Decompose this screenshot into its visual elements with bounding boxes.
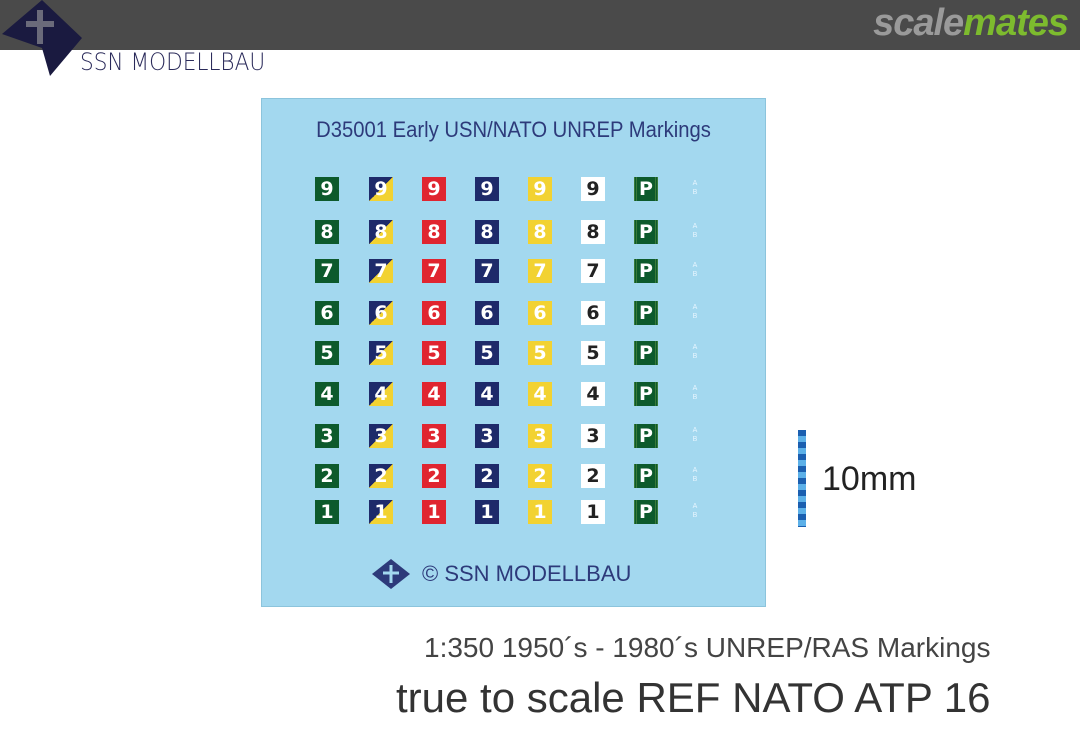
- decal-green-7: 7: [315, 259, 339, 283]
- decal-green-9: 9: [315, 177, 339, 201]
- decal-navy-3: 3: [475, 424, 499, 448]
- decal-green-1: 1: [315, 500, 339, 524]
- scale-bar: [798, 430, 806, 527]
- decal-yellow-2: 2: [528, 464, 552, 488]
- decal-blue-yellow-diagonal-5: 5: [369, 341, 393, 365]
- scale-label: 10mm: [822, 460, 917, 498]
- decal-navy-7: 7: [475, 259, 499, 283]
- decal-red-4: 4: [422, 382, 446, 406]
- decal-red-3: 3: [422, 424, 446, 448]
- decal-p: P: [634, 259, 658, 283]
- decal-green-3: 3: [315, 424, 339, 448]
- ssn-diamond-cross-icon: [2, 0, 82, 76]
- decal-p: P: [634, 301, 658, 325]
- decal-navy-6: 6: [475, 301, 499, 325]
- sheet-title: D35001 Early USN/NATO UNREP Markings: [316, 117, 711, 142]
- decal-yellow-5: 5: [528, 341, 552, 365]
- decal-red-6: 6: [422, 301, 446, 325]
- decal-white-7: 7: [581, 259, 605, 283]
- decal-white-6: 6: [581, 301, 605, 325]
- decal-yellow-9: 9: [528, 177, 552, 201]
- decal-red-8: 8: [422, 220, 446, 244]
- site-header: scalemates: [0, 0, 1080, 50]
- decal-navy-8: 8: [475, 220, 499, 244]
- decal-yellow-4: 4: [528, 382, 552, 406]
- decal-red-7: 7: [422, 259, 446, 283]
- decal-white-3: 3: [581, 424, 605, 448]
- decal-blue-yellow-diagonal-4: 4: [369, 382, 393, 406]
- decal-white-8: 8: [581, 220, 605, 244]
- decal-yellow-6: 6: [528, 301, 552, 325]
- caption-line-2: true to scale REF NATO ATP 16: [396, 674, 991, 721]
- decal-p: P: [634, 382, 658, 406]
- decal-white-2: 2: [581, 464, 605, 488]
- decal-navy-1: 1: [475, 500, 499, 524]
- decal-green-4: 4: [315, 382, 339, 406]
- decal-red-9: 9: [422, 177, 446, 201]
- brand-name: SSN MODELLBAU: [80, 48, 266, 76]
- decal-blue-yellow-diagonal-9: 9: [369, 177, 393, 201]
- decal-p: P: [634, 500, 658, 524]
- ssn-star-icon: [372, 559, 410, 589]
- decal-blue-yellow-diagonal-3: 3: [369, 424, 393, 448]
- decal-red-1: 1: [422, 500, 446, 524]
- scalemates-logo[interactable]: scalemates: [873, 2, 1069, 44]
- decal-green-2: 2: [315, 464, 339, 488]
- decal-yellow-7: 7: [528, 259, 552, 283]
- decal-blue-yellow-diagonal-6: 6: [369, 301, 393, 325]
- decal-white-9: 9: [581, 177, 605, 201]
- decal-navy-9: 9: [475, 177, 499, 201]
- decal-white-4: 4: [581, 382, 605, 406]
- decal-green-8: 8: [315, 220, 339, 244]
- decal-blue-yellow-diagonal-2: 2: [369, 464, 393, 488]
- decal-p: P: [634, 424, 658, 448]
- decal-white-1: 1: [581, 500, 605, 524]
- decal-white-5: 5: [581, 341, 605, 365]
- decal-blue-yellow-diagonal-8: 8: [369, 220, 393, 244]
- caption-line-1: 1:350 1950´s - 1980´s UNREP/RAS Markings: [424, 632, 991, 663]
- decal-red-2: 2: [422, 464, 446, 488]
- decal-blue-yellow-diagonal-1: 1: [369, 500, 393, 524]
- decal-p: P: [634, 177, 658, 201]
- decal-yellow-1: 1: [528, 500, 552, 524]
- decal-sheet: D35001 Early USN/NATO UNREP Markings 9 9 9…: [261, 98, 766, 607]
- decal-navy-5: 5: [475, 341, 499, 365]
- decal-p: P: [634, 341, 658, 365]
- decal-blue-yellow-diagonal-7: 7: [369, 259, 393, 283]
- decal-p: P: [634, 220, 658, 244]
- decal-red-5: 5: [422, 341, 446, 365]
- decal-navy-2: 2: [475, 464, 499, 488]
- decal-yellow-8: 8: [528, 220, 552, 244]
- sheet-copyright: © SSN MODELLBAU: [372, 559, 631, 589]
- decal-green-5: 5: [315, 341, 339, 365]
- decal-green-6: 6: [315, 301, 339, 325]
- decal-yellow-3: 3: [528, 424, 552, 448]
- decal-navy-4: 4: [475, 382, 499, 406]
- decal-p: P: [634, 464, 658, 488]
